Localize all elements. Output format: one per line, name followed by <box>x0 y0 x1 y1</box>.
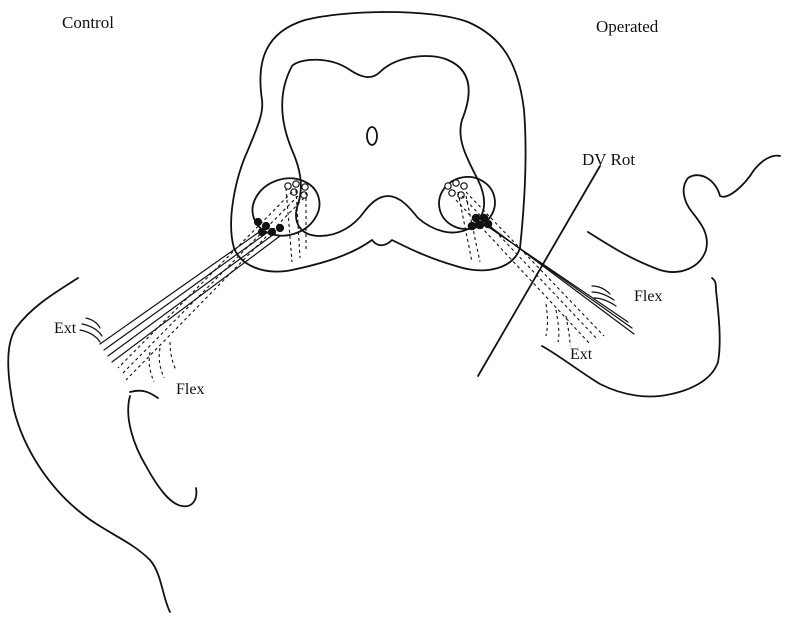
right-pool-open-cells <box>445 180 467 198</box>
gray-matter-outline <box>282 56 484 236</box>
right-flexor-axons <box>484 224 634 334</box>
operated-label: Operated <box>596 17 659 36</box>
control-label: Control <box>62 13 114 32</box>
ext-left-label: Ext <box>54 320 77 337</box>
central-canal <box>367 127 377 145</box>
left-pool-open-cells <box>285 181 308 198</box>
ext-right-label: Ext <box>570 346 593 363</box>
left-extensor-axons <box>80 230 280 362</box>
dv-rot-label: DV Rot <box>582 150 635 169</box>
left-flexor-axons <box>118 188 306 382</box>
flex-right-label: Flex <box>634 288 662 305</box>
control-limb-outline <box>8 278 196 612</box>
flex-left-label: Flex <box>176 381 204 398</box>
dv-rotation-line <box>478 166 600 376</box>
